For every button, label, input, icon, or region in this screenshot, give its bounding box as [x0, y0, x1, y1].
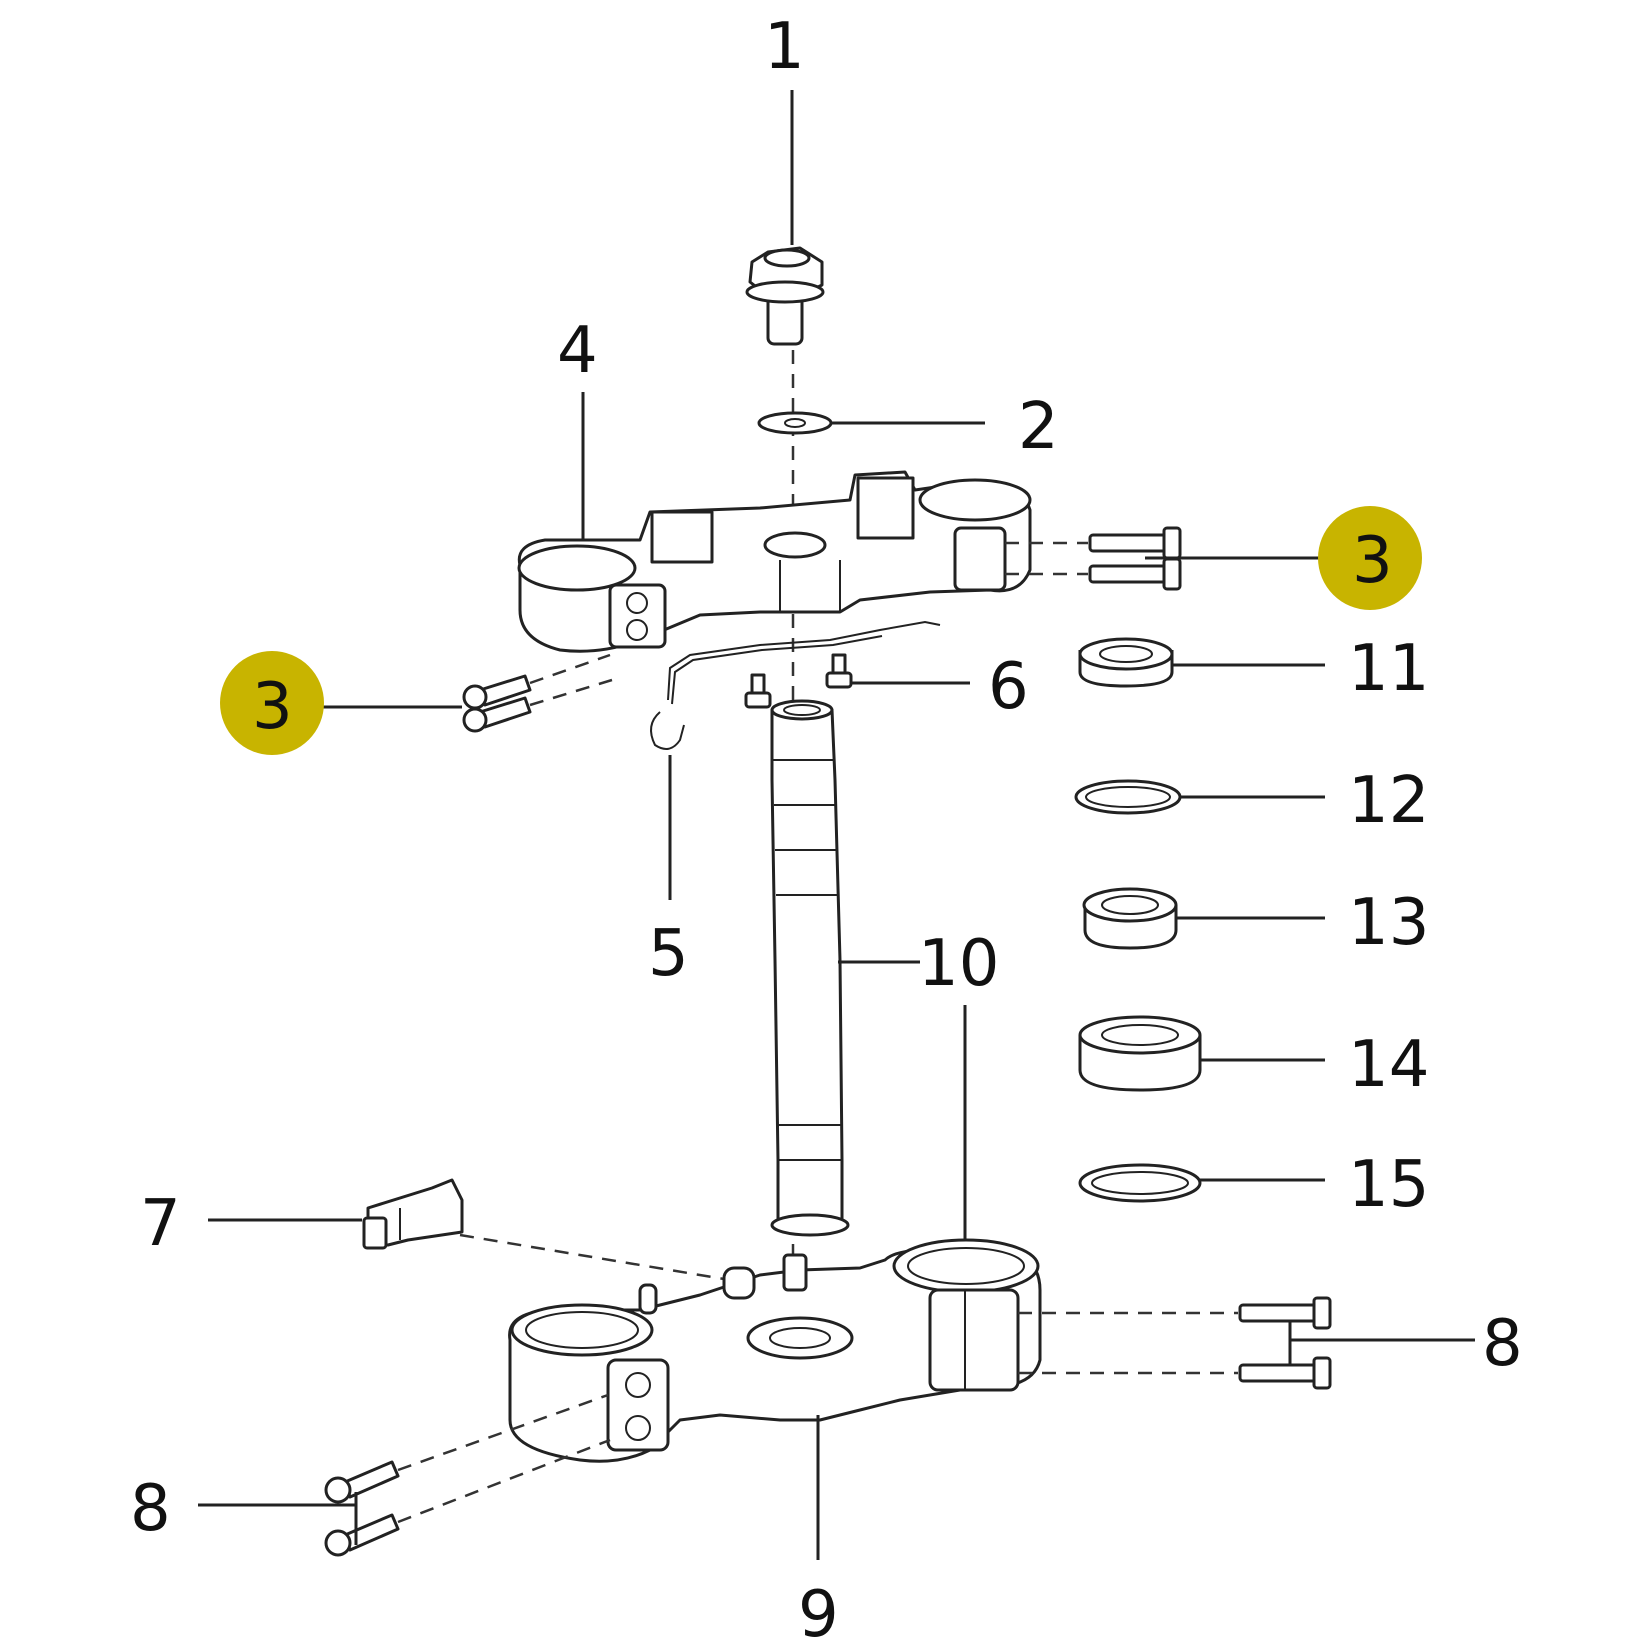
- callout-14: 14: [1348, 1028, 1429, 1102]
- lower-triple-clamp-part[interactable]: [508, 1238, 1042, 1463]
- callout-5: 5: [648, 917, 689, 991]
- callout-3-right: 3: [1352, 524, 1393, 598]
- callout-7: 7: [140, 1187, 181, 1261]
- callout-13: 13: [1348, 886, 1429, 960]
- callout-8-left: 8: [130, 1472, 171, 1546]
- callout-10: 10: [918, 927, 999, 1001]
- steering-stem-part[interactable]: [770, 699, 850, 1237]
- callout-9: 9: [798, 1578, 839, 1652]
- callout-2: 2: [1018, 390, 1059, 464]
- callout-6: 6: [988, 650, 1029, 724]
- dash-7: [459, 1233, 731, 1282]
- highlight-3-left[interactable]: [220, 651, 324, 755]
- dash-3l-a: [529, 653, 611, 685]
- dash-3l-b: [529, 678, 613, 707]
- upper-triple-clamp-part[interactable]: [517, 470, 1032, 653]
- dash-8l-a: [397, 1393, 609, 1472]
- lower-clamp-bolts-right-part[interactable]: [1238, 1296, 1332, 1390]
- seal-ring-lower-part[interactable]: [1078, 1163, 1202, 1203]
- guide-screws-part[interactable]: [744, 653, 853, 709]
- upper-bearing-part[interactable]: [1082, 887, 1178, 950]
- cable-guide-part[interactable]: [650, 620, 941, 750]
- upper-clamp-bolts-right-part[interactable]: [1088, 526, 1182, 591]
- seal-ring-upper-part[interactable]: [1074, 779, 1182, 815]
- upper-clamp-bolts-left-part[interactable]: [462, 674, 532, 733]
- callout-4: 4: [557, 314, 598, 388]
- washer-part[interactable]: [757, 411, 833, 435]
- cable-holder-part[interactable]: [362, 1178, 464, 1250]
- lower-clamp-bolts-left-part[interactable]: [324, 1460, 400, 1557]
- callout-3-left: 3: [252, 670, 293, 744]
- callout-15: 15: [1348, 1148, 1429, 1222]
- callout-11: 11: [1348, 632, 1429, 706]
- bearing-nut-part[interactable]: [1078, 637, 1174, 688]
- stem-nut-part[interactable]: [745, 246, 825, 346]
- callout-8-right: 8: [1482, 1307, 1523, 1381]
- dash-8l-b: [397, 1438, 611, 1524]
- callout-12: 12: [1348, 764, 1429, 838]
- callout-1: 1: [764, 10, 805, 84]
- lower-bearing-part[interactable]: [1078, 1015, 1202, 1092]
- highlight-3-right[interactable]: [1318, 506, 1422, 610]
